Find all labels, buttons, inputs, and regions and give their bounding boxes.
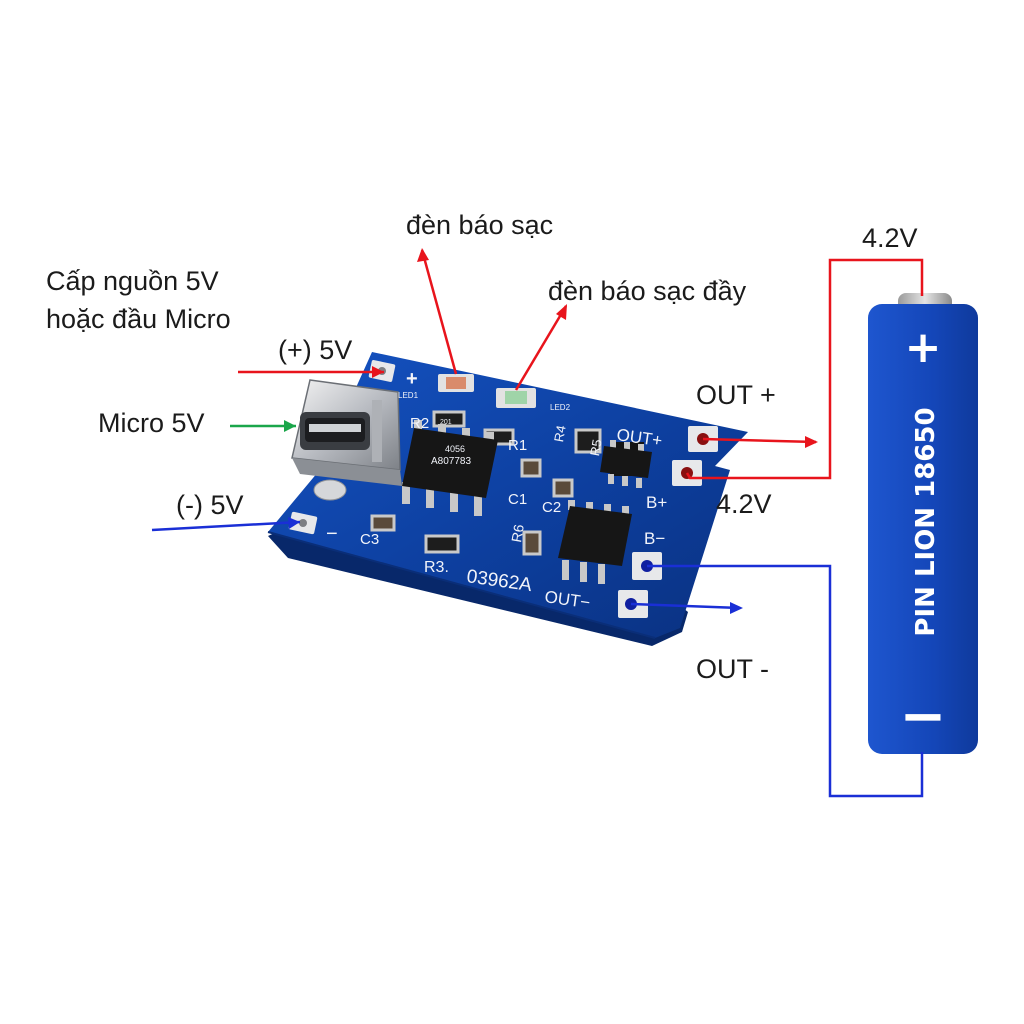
pcb-led2-label: LED2 xyxy=(550,403,571,412)
wire-b-plus-battery xyxy=(685,258,924,480)
pcb-r3-label: R3. xyxy=(424,559,449,576)
label-micro-5v: Micro 5V xyxy=(98,408,205,438)
battery-plus-sign: + xyxy=(905,322,942,373)
label-battery-voltage: 4.2V xyxy=(862,223,918,253)
wire-b-minus-battery xyxy=(647,564,924,798)
wire-minus-5v xyxy=(151,520,301,532)
battery-minus-sign: − xyxy=(900,684,947,749)
pointer-charging-led xyxy=(420,249,458,375)
label-full-led: đèn báo sạc đầy xyxy=(548,276,747,306)
annotations: Cấp nguồn 5V hoặc đầu Micro (+) 5V Micro… xyxy=(46,210,918,684)
pointer-full-led xyxy=(514,305,568,391)
pcb-smd-code: 201 xyxy=(440,419,452,426)
pcb-c3-label: C3 xyxy=(360,531,379,548)
pcb-r6-label: R6 xyxy=(508,523,527,544)
arrow-plus-5v xyxy=(372,366,384,378)
label-out-minus: OUT - xyxy=(696,654,769,684)
wire-out-minus xyxy=(630,602,741,610)
tp4056-chip: 4056 A807783 xyxy=(402,420,498,516)
label-out-plus: OUT + xyxy=(696,380,776,410)
wire-out-plus xyxy=(702,437,817,444)
pcb-r4-label: R4 xyxy=(551,424,569,443)
pcb-plus-sign: + xyxy=(406,368,418,390)
arrow-minus-5v xyxy=(288,517,300,529)
pcb-minus-sign: − xyxy=(326,523,338,545)
label-b-plus-voltage: 4.2V xyxy=(716,489,772,519)
micro-usb-port xyxy=(291,379,402,501)
wires xyxy=(151,248,924,798)
protection-chip xyxy=(558,500,632,584)
pcb-c1-label: C1 xyxy=(508,491,527,508)
label-power-title-2: hoặc đầu Micro xyxy=(46,304,231,334)
chip-marking-1: 4056 xyxy=(445,444,465,454)
mosfet-chip xyxy=(600,440,652,488)
label-minus-5v: (-) 5V xyxy=(176,490,244,520)
pcb-c2-label: C2 xyxy=(542,499,561,516)
arrow-micro-5v xyxy=(284,420,296,432)
pcb-led1-label: LED1 xyxy=(398,391,419,400)
pcb-r1-label: R1 xyxy=(508,437,527,454)
led-full xyxy=(496,388,536,408)
label-charging-led: đèn báo sạc xyxy=(406,210,553,240)
pcb-r2-label: R2 xyxy=(410,415,429,432)
label-power-title-1: Cấp nguồn 5V xyxy=(46,266,219,296)
battery-body xyxy=(868,304,978,754)
led-charging xyxy=(438,374,474,392)
arrow-out-plus xyxy=(805,436,818,448)
label-plus-5v: (+) 5V xyxy=(278,335,352,365)
pad-minus-input xyxy=(288,511,318,535)
pcb-r5-label: R5 xyxy=(587,438,605,457)
chip-marking-2: A807783 xyxy=(431,456,471,467)
pcb-b-plus-label: B+ xyxy=(646,493,667,512)
battery-name: PIN LION 18650 xyxy=(911,407,941,636)
arrow-out-minus xyxy=(730,602,743,614)
charger-module-pcb: 4056 A807783 + LED1 LED2 R2 R1 xyxy=(267,352,748,646)
pcb-b-minus-label: B− xyxy=(644,529,665,548)
battery-18650: + − PIN LION 18650 xyxy=(868,293,978,754)
